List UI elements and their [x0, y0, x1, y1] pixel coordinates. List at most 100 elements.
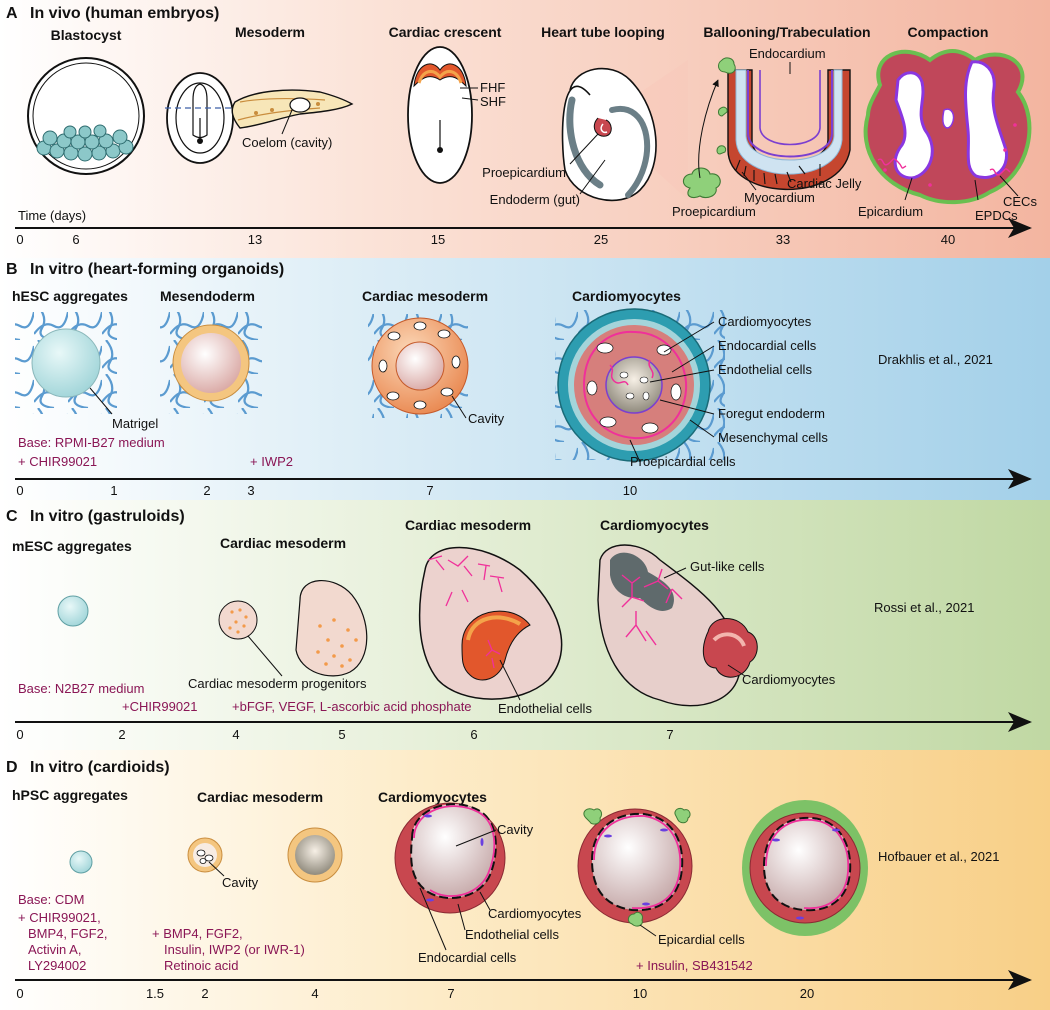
- tick-label: 20: [800, 986, 814, 1001]
- cardiac-mesoderm-progenitors-label: Cardiac mesoderm progenitors: [188, 676, 367, 691]
- reference-hofbauer: Hofbauer et al., 2021: [878, 849, 999, 864]
- time-axis-label: Time (days): [18, 208, 86, 223]
- medium-base-d: Base: CDM: [18, 892, 84, 907]
- medium-insulin-iwp2-d: Insulin, IWP2 (or IWR-1): [164, 942, 305, 957]
- panel-c-title: In vitro (gastruloids): [30, 508, 185, 525]
- proepicardial-cells-label: Proepicardial cells: [630, 454, 736, 469]
- tick-label: 2: [203, 483, 210, 498]
- medium-chir-d: + CHIR99021,: [18, 910, 101, 925]
- cardiac-mesoderm-illustration-b: [368, 314, 469, 419]
- foregut-endoderm-label: Foregut endoderm: [718, 406, 825, 421]
- tick-label: 1.5: [146, 986, 164, 1001]
- tick-label: 7: [447, 986, 454, 1001]
- reference-rossi: Rossi et al., 2021: [874, 600, 974, 615]
- stage-label: Cardiac crescent: [389, 24, 502, 40]
- blastocyst-illustration: [27, 57, 145, 175]
- tick-label: 40: [941, 232, 955, 247]
- panel-b-title: In vitro (heart-forming organoids): [30, 261, 284, 278]
- cardiac-mesoderm-progenitor-illustration: [218, 580, 368, 677]
- cardiac-crescent-illustration: [407, 46, 479, 184]
- tick-label: 7: [666, 727, 673, 742]
- endothelial-cells-label-d: Endothelial cells: [465, 927, 559, 942]
- stage-label: Cardiac mesoderm: [220, 535, 346, 551]
- cardiomyocytes-label-c: Cardiomyocytes: [742, 672, 836, 687]
- endothelial-cells-label-b: Endothelial cells: [718, 362, 812, 377]
- mesoderm-illustration: [165, 72, 354, 164]
- hpsc-aggregate-illustration: [69, 850, 93, 874]
- stage-label: Ballooning/Trabeculation: [703, 24, 870, 40]
- proepicardium-label-a2: Proepicardium: [672, 204, 756, 219]
- epicardium-label: Epicardium: [858, 204, 923, 219]
- ballooning-illustration: [682, 57, 851, 199]
- cardiac-mesoderm-d-illustration: [187, 827, 343, 883]
- panel-d-background: [0, 750, 1050, 1010]
- panel-a-title: In vivo (human embryos): [30, 5, 219, 22]
- tick-label: 25: [594, 232, 608, 247]
- mesenchymal-cells-label: Mesenchymal cells: [718, 430, 828, 445]
- tick-label: 4: [311, 986, 318, 1001]
- tick-label: 15: [431, 232, 445, 247]
- endoderm-gut-label: Endoderm (gut): [490, 192, 580, 207]
- reference-drakhlis: Drakhlis et al., 2021: [878, 352, 993, 367]
- panel-d: D In vitro (cardioids) hPSC aggregates C…: [6, 759, 1032, 1001]
- cavity-label-d: Cavity: [497, 822, 534, 837]
- tick-label: 1: [110, 483, 117, 498]
- stage-label: Heart tube looping: [541, 24, 665, 40]
- panel-b-background: [0, 258, 1050, 500]
- endocardium-label: Endocardium: [749, 46, 826, 61]
- medium-ly-d: LY294002: [28, 958, 86, 973]
- cardiomyocytes-illustration-c: [597, 544, 758, 707]
- tick-label: 0: [16, 483, 23, 498]
- stage-label: Cardiac mesoderm: [362, 288, 488, 304]
- cardiomyocytes-label-d: Cardiomyocytes: [488, 906, 582, 921]
- stage-label: hESC aggregates: [12, 288, 128, 304]
- tick-label: 2: [118, 727, 125, 742]
- cavity-label-d-small: Cavity: [222, 875, 259, 890]
- panel-b: B In vitro (heart-forming organoids) hES…: [6, 261, 1032, 498]
- cardiomyocytes-illustration-b: [555, 308, 725, 463]
- medium-retinoic-d: Retinoic acid: [164, 958, 238, 973]
- stage-label: mESC aggregates: [12, 538, 132, 554]
- endothelial-cells-label-c: Endothelial cells: [498, 701, 592, 716]
- medium-chir-b: + CHIR99021: [18, 454, 97, 469]
- medium-iwp2-b: + IWP2: [250, 454, 293, 469]
- stage-label: Cardiomyocytes: [572, 288, 681, 304]
- shf-label: SHF: [480, 94, 506, 109]
- medium-bmp4-fgf2-d: + BMP4, FGF2,: [152, 926, 243, 941]
- endocardial-cells-label-d: Endocardial cells: [418, 950, 517, 965]
- fhf-label: FHF: [480, 80, 505, 95]
- tick-label: 4: [232, 727, 239, 742]
- stage-label: Mesoderm: [235, 24, 305, 40]
- cardiac-jelly-label: Cardiac Jelly: [787, 176, 862, 191]
- stage-label: Cardiomyocytes: [600, 517, 709, 533]
- cardioid-day7-illustration: [394, 802, 506, 951]
- stage-label: Cardiac mesoderm: [197, 789, 323, 805]
- endocardial-cells-label-b: Endocardial cells: [718, 338, 817, 353]
- tick-label: 10: [633, 986, 647, 1001]
- medium-bmp4-d: BMP4, FGF2,: [28, 926, 107, 941]
- panel-a: A In vivo (human embryos) Blastocyst Mes…: [6, 5, 1037, 247]
- mesc-aggregate-illustration: [57, 595, 89, 627]
- panel-d-letter: D: [6, 759, 18, 776]
- medium-base-b: Base: RPMI-B27 medium: [18, 435, 165, 450]
- epdcs-label: EPDCs: [975, 208, 1018, 223]
- coelom-label: Coelom (cavity): [242, 135, 332, 150]
- cardioid-day10-illustration: [577, 807, 693, 937]
- stage-label: Cardiac mesoderm: [405, 517, 531, 533]
- panel-b-letter: B: [6, 261, 18, 278]
- compaction-illustration: [863, 49, 1032, 205]
- medium-activin-d: Activin A,: [28, 942, 81, 957]
- medium-chir-c: +CHIR99021: [122, 699, 198, 714]
- tick-label: 5: [338, 727, 345, 742]
- panel-a-letter: A: [6, 5, 18, 22]
- medium-insulin-sb-d: + Insulin, SB431542: [636, 958, 753, 973]
- tick-label: 3: [247, 483, 254, 498]
- tick-label: 0: [16, 232, 23, 247]
- tick-label: 13: [248, 232, 262, 247]
- cardioid-day20-illustration: [742, 800, 868, 936]
- stage-label: hPSC aggregates: [12, 787, 128, 803]
- gut-like-cells-label: Gut-like cells: [690, 559, 765, 574]
